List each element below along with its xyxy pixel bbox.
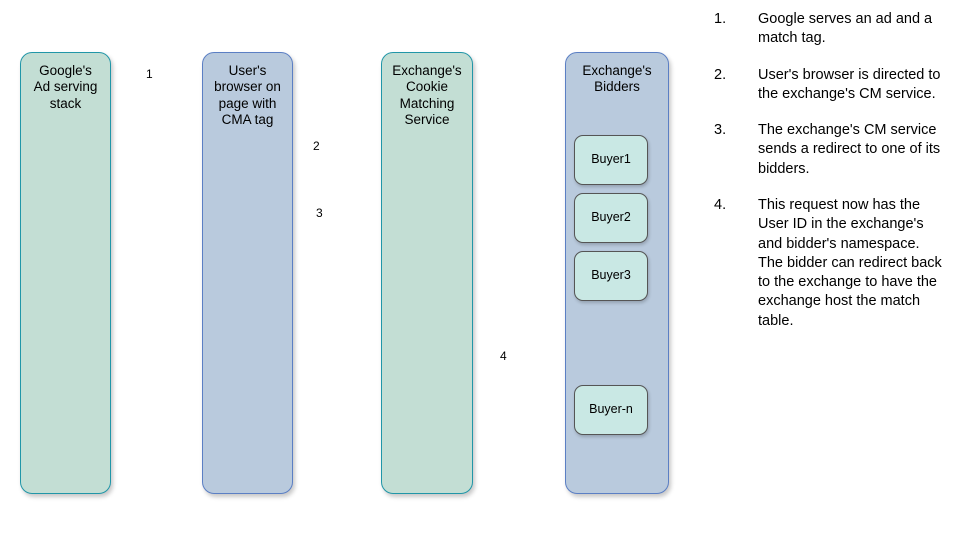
buyer-label: Buyer-n [589,402,633,417]
note-item: 1. Google serves an ad and a match tag. [712,10,948,49]
arrow-label-4: 4 [500,349,507,363]
note-text: User's browser is directed to the exchan… [758,66,941,102]
note-item: 2. User's browser is directed to the exc… [712,66,948,105]
arrow-label-3: 3 [316,206,323,220]
buyer-label: Buyer2 [591,210,631,225]
note-number: 4. [714,196,727,213]
buyer-label: Buyer3 [591,268,631,283]
note-item: 4. This request now has the User ID in t… [712,196,948,331]
arrow-label-2: 2 [313,139,320,153]
note-text: This request now has the User ID in the … [758,196,942,329]
note-number: 1. [714,11,727,27]
buyer-box[interactable]: Buyer-n [574,385,648,435]
note-item: 3. The exchange's CM service sends a red… [712,121,948,179]
buyer-box[interactable]: Buyer2 [574,193,648,243]
numbered-notes-list: 1. Google serves an ad and a match tag. … [712,10,948,348]
arrow-label-1: 1 [146,67,153,81]
note-text: The exchange's CM service sends a redire… [758,122,941,177]
buyer-box[interactable]: Buyer3 [574,251,648,301]
note-text: Google serves an ad and a match tag. [758,11,933,47]
buyer-label: Buyer1 [591,152,631,167]
note-number: 2. [714,66,727,83]
buyer-box[interactable]: Buyer1 [574,135,648,185]
note-number: 3. [714,122,727,139]
